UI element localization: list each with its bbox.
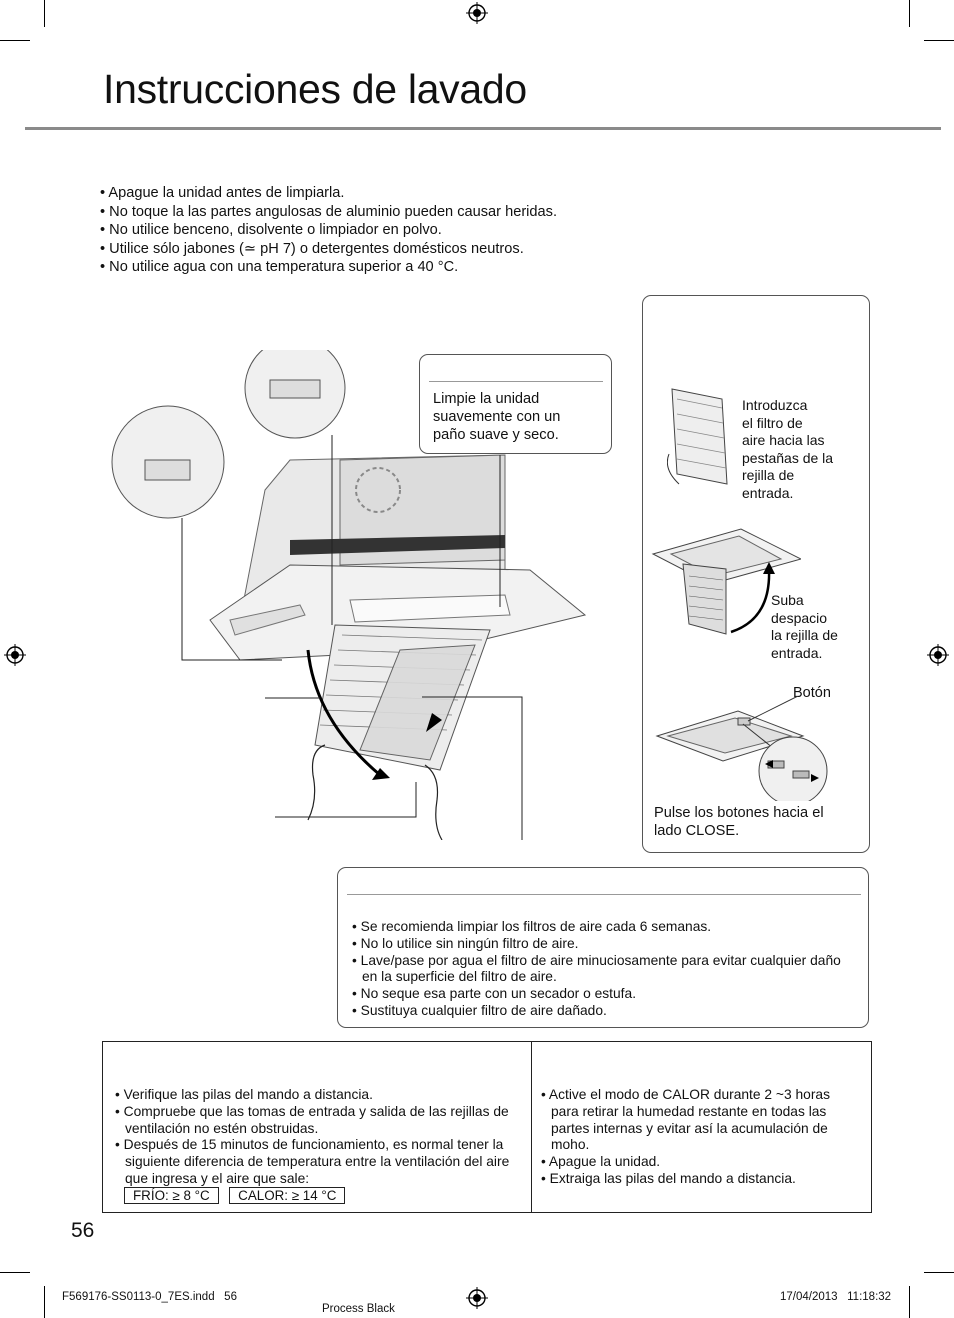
step-button-text: Pulse los botones hacia el lado CLOSE. [654,804,824,840]
crop-mark [909,1286,910,1318]
text-line: paño suave y seco. [433,427,559,443]
button-label: Botón [793,685,831,701]
crop-mark [0,40,30,41]
storage-item: Apague la unidad. [541,1154,861,1171]
intake-grille [314,624,491,771]
step-insert-text: Introduzca el filtro de aire hacia las p… [742,397,833,502]
crop-mark [924,40,954,41]
box-separator [347,894,861,895]
warning-item: Utilice sólo jabones (≃ pH 7) o detergen… [100,240,557,259]
warning-item: Apague la unidad antes de limpiarla. [100,184,557,203]
registration-mark-icon [466,2,488,24]
temperature-tags: FRÍO: ≥ 8 °C CALOR: ≥ 14 °C [124,1187,351,1205]
right-panel: Introduzca el filtro de aire hacia las p… [642,295,870,853]
grille-lift-illustration [651,528,801,635]
text-line: aire hacia las [742,432,825,448]
crop-mark [909,0,910,27]
box-separator [429,381,603,382]
registration-mark-icon [4,644,26,666]
check-item: Después de 15 minutos de funcionamiento,… [115,1137,510,1187]
filter-care-box: Se recomienda limpiar los filtros de air… [337,867,869,1028]
warning-item: No utilice benceno, disolvente o limpiad… [100,221,557,240]
text-line: el filtro de [742,414,803,431]
cool-tag: FRÍO: ≥ 8 °C [124,1187,219,1204]
warning-item: No utilice agua con una temperatura supe… [100,258,557,277]
text-line: Limpie la unidad [433,391,540,407]
text-line: Suba [771,592,804,608]
check-item: Compruebe que las tomas de entrada y sal… [115,1104,510,1138]
footer-date: 17/04/2013 11:18:32 [780,1291,892,1303]
text-line: suavemente con un [433,409,561,425]
filter-care-item: Sustituya cualquier filtro de aire dañad… [352,1003,857,1020]
page-number: 56 [71,1219,95,1242]
check-item: Verifique las pilas del mando a distanci… [115,1087,510,1104]
button-press-illustration [655,696,828,801]
text-line: Pulse los botones hacia el [654,805,824,821]
text-line: Introduzca [742,397,808,413]
filter-care-item: Lave/pase por agua el filtro de aire min… [352,953,857,987]
crop-mark [44,0,45,27]
clean-unit-text: Limpie la unidad suavemente con un paño … [433,390,560,444]
page-title: Instrucciones de lavado [103,66,527,112]
filter-care-item: Se recomienda limpiar los filtros de air… [352,919,857,936]
text-line: pestañas de la [742,449,834,466]
filter-insert-illustration [667,388,728,485]
title-rule [25,127,941,130]
footer-process: Process Black [322,1303,395,1315]
crop-mark [44,1286,45,1318]
text-line: entrada. [771,644,823,661]
text-line: la rejilla de [771,627,838,643]
storage-item: Extraiga las pilas del mando a distancia… [541,1171,861,1188]
registration-mark-icon [927,644,949,666]
maintenance-table: Verifique las pilas del mando a distanci… [102,1041,872,1213]
clean-unit-box: Limpie la unidad suavemente con un paño … [419,354,612,454]
warning-item: No toque la las partes angulosas de alum… [100,203,557,222]
table-divider [531,1042,533,1212]
heat-tag: CALOR: ≥ 14 °C [229,1187,346,1204]
text-line: rejilla de [742,467,795,483]
warning-list: Apague la unidad antes de limpiarla. No … [100,184,557,277]
registration-mark-icon [466,1287,488,1309]
storage-list: Active el modo de CALOR durante 2 ~3 hor… [541,1087,861,1188]
text-line: despacio [771,609,828,626]
crop-mark [924,1272,954,1273]
crop-mark [0,1272,30,1273]
footer-file: F569176-SS0113-0_7ES.indd 56 [62,1291,237,1303]
filter-care-item: No seque esa parte con un secador o estu… [352,986,857,1003]
text-line: entrada. [742,484,794,501]
text-line: lado CLOSE. [654,823,740,839]
filter-care-list: Se recomienda limpiar los filtros de air… [352,919,857,1020]
storage-item: Active el modo de CALOR durante 2 ~3 hor… [541,1087,861,1154]
filter-care-item: No lo utilice sin ningún filtro de aire. [352,936,857,953]
ceiling-unit-body [209,454,587,661]
step-lift-text: Suba despacio la rejilla de entrada. [771,592,838,662]
indoor-unit-illustration [111,350,587,840]
check-list: Verifique las pilas del mando a distanci… [115,1087,510,1188]
